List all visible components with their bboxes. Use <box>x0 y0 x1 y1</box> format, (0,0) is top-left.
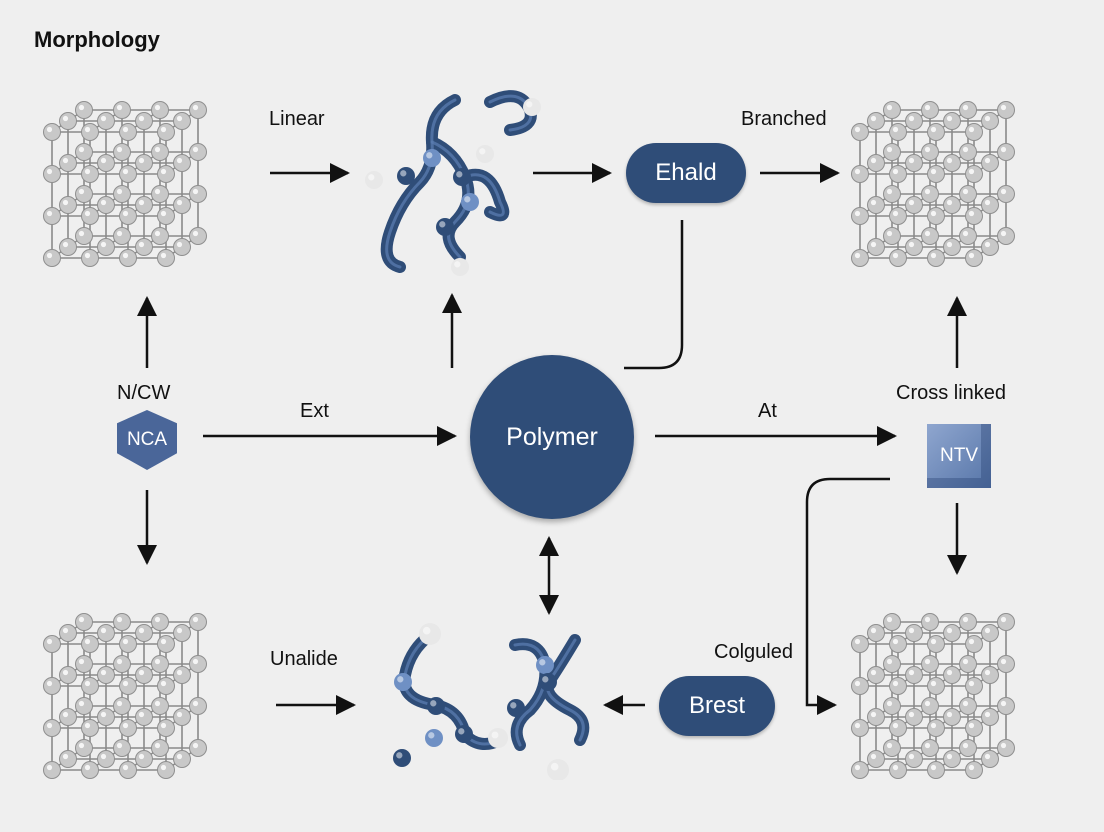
label-branched: Branched <box>741 108 827 130</box>
lattice-bottom-right-icon <box>851 613 1015 779</box>
connector-ehald-polymer <box>624 220 684 370</box>
node-polymer: Polymer <box>470 355 634 519</box>
label-at: At <box>758 400 777 422</box>
lattice-top-left-icon <box>43 101 207 267</box>
ntv-cube-icon: NTV <box>927 424 991 488</box>
label-crosslinked: Cross linked <box>896 382 1007 404</box>
molecule-bottom-icon <box>393 623 590 780</box>
diagram-title: Morphology <box>34 27 160 52</box>
lattice-top-right-icon <box>851 101 1015 267</box>
label-unalide: Unalide <box>270 648 338 670</box>
label-ext: Ext <box>300 400 329 422</box>
connector-ntv-lattice <box>805 477 890 715</box>
label-linear: Linear <box>269 108 325 130</box>
node-ehald: Ehald <box>626 143 746 203</box>
node-brest: Brest <box>659 676 775 736</box>
label-colguled: Colguled <box>714 641 793 663</box>
lattice-bottom-left-icon <box>43 613 207 779</box>
molecule-top-icon <box>365 90 541 276</box>
label-ncw: N/CW <box>117 382 171 404</box>
